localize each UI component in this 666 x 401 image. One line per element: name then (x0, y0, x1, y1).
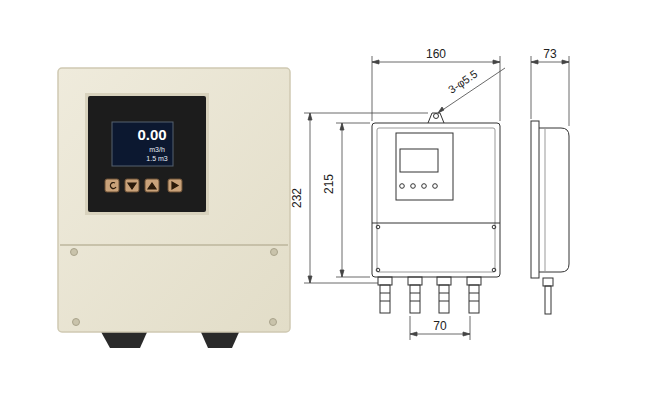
dimension-text: 3-φ5.5 (445, 67, 481, 96)
dimension-lines (304, 56, 569, 340)
side-view (531, 121, 569, 314)
dimension-text: 70 (431, 320, 448, 332)
lcd-unit: m3/h (147, 146, 167, 153)
converter-photo (58, 68, 290, 348)
lcd-value: 0.00 (135, 127, 168, 142)
dimension-text: 160 (424, 48, 448, 60)
dimension-text: 215 (323, 172, 335, 196)
dimension-text: 232 (291, 186, 303, 210)
front-view (372, 113, 500, 313)
dimension-text: 73 (541, 48, 558, 60)
lcd-total: 1.5 m3 (144, 155, 169, 162)
